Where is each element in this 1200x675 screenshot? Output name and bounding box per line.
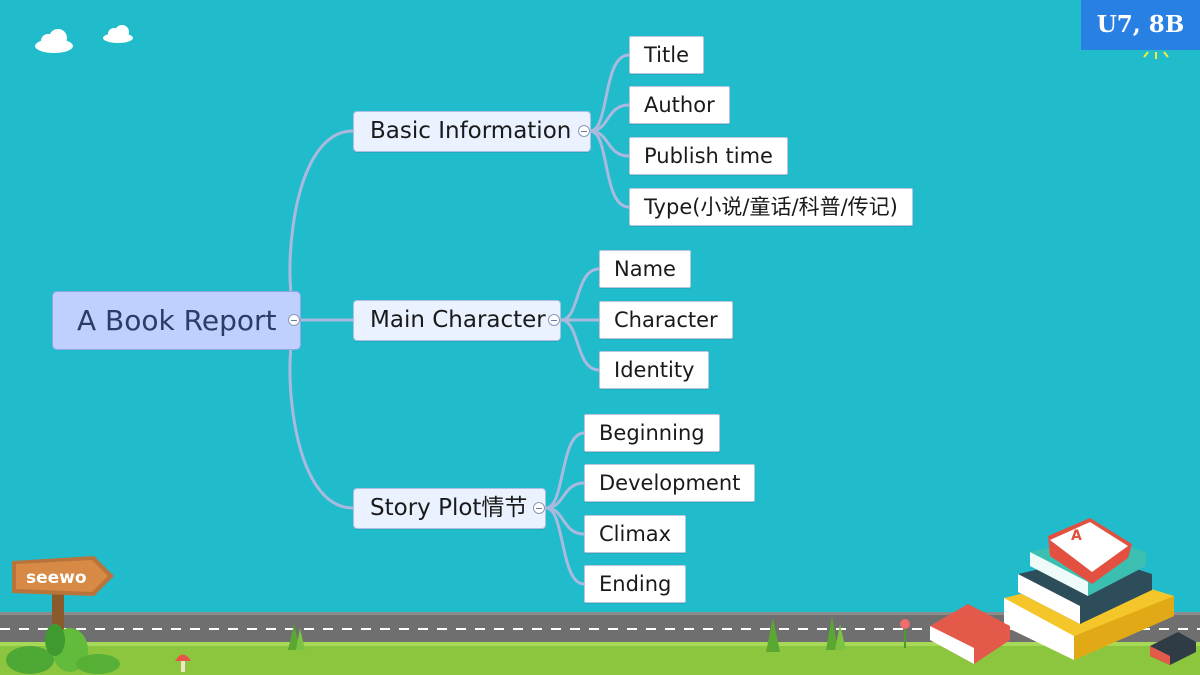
signpost-logo: seewo — [12, 556, 114, 660]
tree-icon — [766, 618, 780, 652]
grass — [0, 642, 1200, 675]
tree-icon — [826, 616, 846, 650]
leaf-node-publish-time[interactable]: Publish time — [629, 137, 788, 175]
leaf-label: Ending — [599, 572, 672, 596]
logo-text: seewo — [26, 568, 87, 588]
cloud-icon — [103, 25, 133, 43]
branch-label: Story Plot情节 — [370, 495, 528, 521]
branch-label: Basic Information — [370, 118, 572, 144]
leaf-node-name[interactable]: Name — [599, 250, 691, 288]
plant-icon — [6, 624, 120, 674]
branch-node-basic-information[interactable]: Basic Information — [353, 111, 591, 152]
leaf-node-identity[interactable]: Identity — [599, 351, 710, 389]
leaf-label: Title — [644, 43, 690, 67]
svg-text:A: A — [1071, 528, 1082, 544]
collapse-icon[interactable] — [578, 125, 590, 137]
flower-icon — [900, 619, 910, 648]
leaf-label: Climax — [599, 522, 672, 546]
unit-badge: U7, 8B — [1081, 0, 1200, 50]
leaf-label: Author — [644, 93, 715, 117]
leaf-node-character[interactable]: Character — [599, 301, 733, 339]
tree-icon — [288, 624, 305, 650]
leaf-node-climax[interactable]: Climax — [584, 515, 687, 553]
cloud-icon — [35, 29, 73, 53]
branch-node-story-plot[interactable]: Story Plot情节 — [353, 488, 546, 529]
leaf-label: Identity — [614, 358, 695, 382]
collapse-icon[interactable] — [288, 314, 300, 326]
collapse-icon[interactable] — [548, 314, 560, 326]
leaf-node-beginning[interactable]: Beginning — [584, 414, 720, 452]
leaf-node-ending[interactable]: Ending — [584, 565, 687, 603]
leaf-label: Publish time — [644, 144, 773, 168]
sun-icon — [1143, 51, 1169, 59]
leaf-label: Name — [614, 257, 676, 281]
books-illustration: A — [930, 518, 1196, 665]
leaf-node-type[interactable]: Type(小说/童话/科普/传记) — [629, 188, 913, 226]
leaf-label: Type(小说/童话/科普/传记) — [644, 195, 898, 219]
leaf-node-author[interactable]: Author — [629, 86, 730, 124]
leaf-label: Development — [599, 471, 741, 495]
leaf-node-development[interactable]: Development — [584, 464, 756, 502]
branch-node-main-character[interactable]: Main Character — [353, 300, 561, 341]
mushroom-icon — [175, 654, 191, 672]
mindmap-root-node[interactable]: A Book Report — [52, 291, 301, 350]
leaf-node-title[interactable]: Title — [629, 36, 705, 74]
leaf-label: Character — [614, 308, 718, 332]
leaf-label: Beginning — [599, 421, 705, 445]
root-label: A Book Report — [77, 304, 277, 337]
collapse-icon[interactable] — [533, 502, 545, 514]
branch-label: Main Character — [370, 307, 546, 333]
